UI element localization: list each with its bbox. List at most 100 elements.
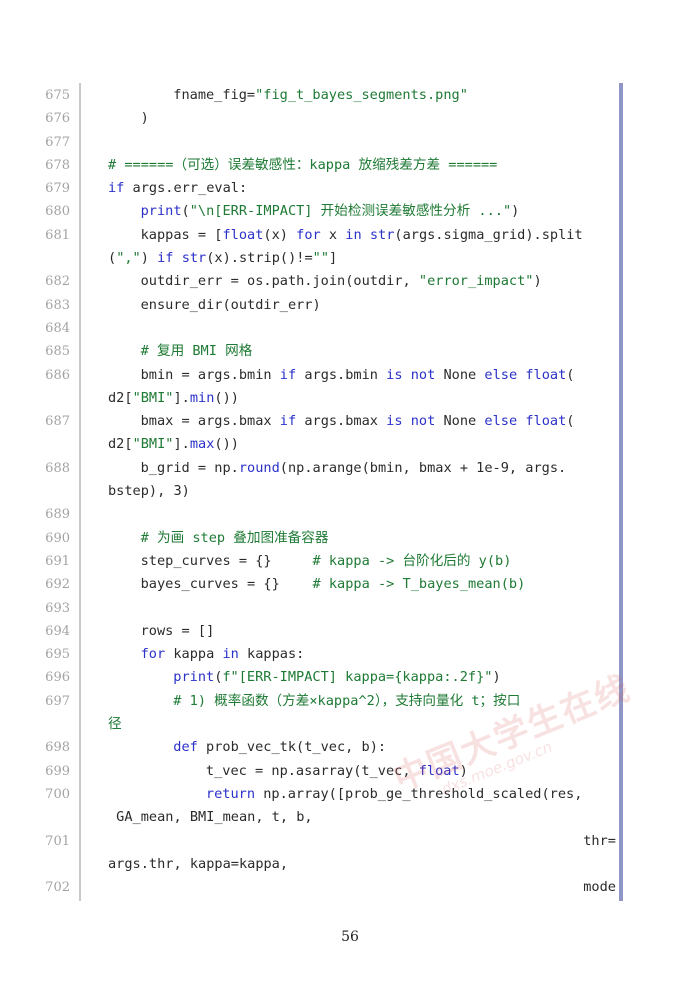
keyword: in: [345, 226, 362, 243]
code-content: step_curves = {} # kappa -> 台阶化后的 y(b): [108, 550, 616, 573]
line-number: 681: [45, 227, 70, 243]
code-text: ): [459, 762, 468, 779]
keyword: is not: [386, 366, 436, 383]
code-text: (args.sigma_grid).split: [394, 226, 583, 243]
comment: 径: [108, 716, 122, 733]
code-content: d2["BMI"].max()): [108, 433, 616, 456]
line-number-gutter-rule: [79, 83, 81, 901]
string-literal: "fig_t_bayes_segments.png": [255, 87, 468, 103]
string-literal: "error_impact": [418, 273, 534, 290]
builtin: str: [369, 226, 395, 243]
builtin: round: [238, 459, 280, 476]
line-number: 686: [45, 367, 70, 383]
code-line: 698 def prob_vec_tk(t_vec, b):: [0, 736, 700, 759]
line-number: 678: [45, 157, 70, 173]
code-line: 径: [0, 713, 700, 736]
keyword: def: [173, 739, 198, 756]
code-line: GA_mean, BMI_mean, t, b,: [0, 806, 700, 829]
code-content: def prob_vec_tk(t_vec, b):: [108, 736, 616, 759]
code-line: 678# ======（可选）误差敏感性：kappa 放缩残差方差 ======: [0, 154, 700, 177]
code-content: bmax = args.bmax if args.bmax is not Non…: [108, 410, 616, 433]
code-text: (: [566, 366, 575, 383]
code-text: ()): [214, 436, 239, 453]
comment: # 为画 step 叠加图准备容器: [140, 529, 329, 546]
code-text: outdir_err = os.path.join(outdir,: [140, 273, 419, 290]
line-number: 693: [45, 600, 70, 616]
code-content: rows = []: [108, 620, 616, 643]
code-text: mode: [583, 879, 616, 896]
code-content: if args.err_eval:: [108, 177, 616, 200]
code-text: None: [435, 413, 485, 430]
code-content: ): [108, 107, 616, 130]
code-content: d2["BMI"].min()): [108, 387, 616, 410]
code-text: (x).strip()!=: [206, 250, 313, 267]
builtin: float: [222, 226, 264, 243]
builtin: float: [525, 366, 567, 383]
code-text: bayes_curves = {}: [140, 576, 313, 593]
code-content: 径: [108, 713, 616, 736]
line-number: 701: [45, 833, 70, 849]
code-text: kappas = [: [140, 226, 223, 243]
page-number: 56: [341, 929, 359, 945]
code-content: # 复用 BMI 网格: [108, 340, 616, 363]
code-line: 693: [0, 597, 700, 620]
code-text: ()): [214, 389, 239, 406]
code-text: kappas:: [238, 646, 305, 663]
code-text: ].: [173, 436, 190, 453]
line-number: 695: [45, 647, 70, 663]
keyword: return: [205, 785, 256, 802]
string-literal: "\n[ERR-IMPACT] 开始检测误差敏感性分析 ...": [189, 203, 512, 220]
code-text: prob_vec_tk(t_vec, b):: [197, 739, 387, 756]
code-content: # 为画 step 叠加图准备容器: [108, 527, 616, 550]
builtin: float: [418, 762, 460, 779]
code-text: ): [533, 273, 542, 290]
string-literal: "": [312, 250, 330, 267]
string-literal: ",": [116, 250, 141, 267]
code-line: 697# 1) 概率函数（方差×kappa^2），支持向量化 t；按口: [0, 690, 700, 713]
code-text: args.thr, kappa=kappa,: [108, 855, 289, 872]
builtin: float: [525, 413, 567, 430]
code-line: (",") if str(x).strip()!=""]: [0, 247, 700, 270]
line-number: 688: [45, 460, 70, 476]
code-line: 676): [0, 107, 700, 130]
code-content: t_vec = np.asarray(t_vec, float): [108, 760, 616, 783]
line-number: 689: [45, 507, 70, 523]
code-text: ): [511, 203, 520, 220]
code-text: args.bmax: [296, 413, 387, 430]
code-text: (: [108, 250, 117, 267]
line-number: 675: [45, 88, 70, 103]
string-literal: "BMI": [132, 389, 174, 406]
keyword: for: [296, 226, 321, 243]
code-content: bayes_curves = {} # kappa -> T_bayes_mea…: [108, 573, 616, 596]
code-text: np.array([prob_ge_threshold_scaled(res,: [255, 785, 583, 802]
keyword: else: [484, 366, 518, 383]
builtin: min: [189, 389, 215, 406]
code-text: [174, 250, 182, 266]
builtin: print: [173, 669, 215, 686]
line-number: 698: [45, 740, 70, 756]
comment: # 1) 概率函数（方差×kappa^2），支持向量化 t；按口: [173, 692, 521, 709]
line-number: 699: [45, 763, 70, 779]
keyword: else: [484, 413, 518, 430]
code-content: mode: [108, 876, 616, 899]
code-line: 689: [0, 503, 700, 526]
keyword: if: [279, 366, 297, 383]
keyword: for: [140, 646, 166, 663]
code-text: ): [140, 250, 158, 267]
code-line: args.thr, kappa=kappa,: [0, 853, 700, 876]
line-number: 690: [45, 530, 70, 546]
code-content: outdir_err = os.path.join(outdir, "error…: [108, 270, 616, 293]
code-content: args.thr, kappa=kappa,: [108, 853, 616, 876]
code-line: 685# 复用 BMI 网格: [0, 340, 700, 363]
code-text: step_curves = {}: [140, 552, 313, 569]
code-text: args.err_eval:: [124, 180, 248, 197]
code-content: print(f"[ERR-IMPACT] kappa={kappa:.2f}"): [108, 666, 616, 689]
